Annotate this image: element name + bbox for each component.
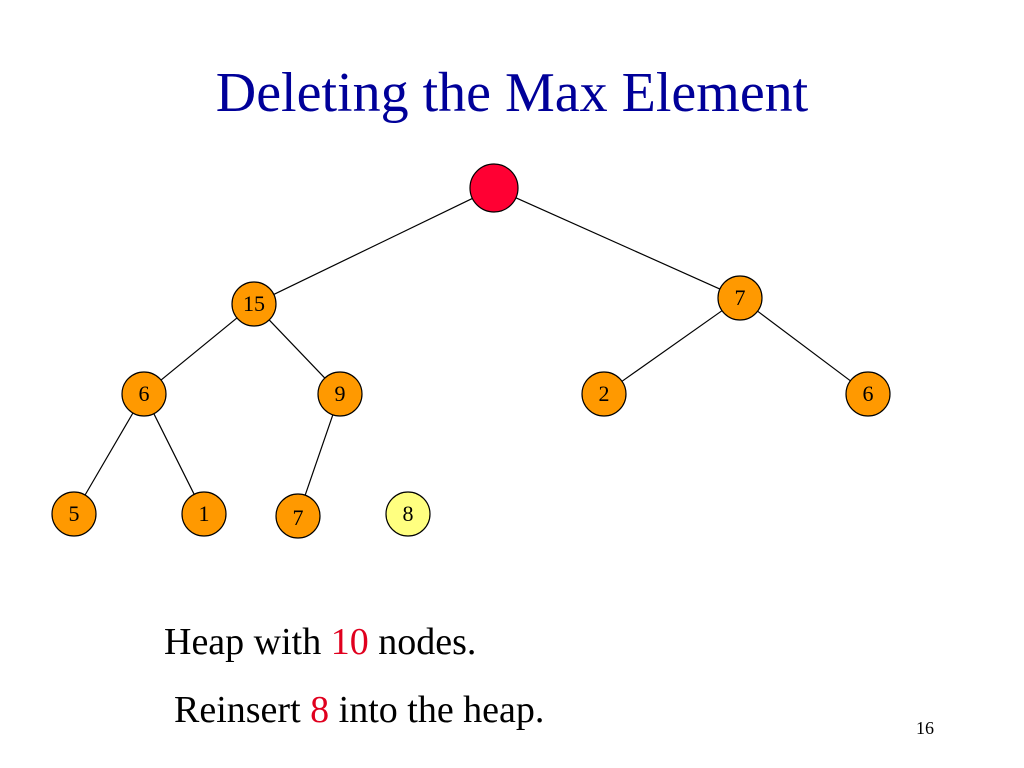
heap-root-node-empty-circle xyxy=(469,163,519,213)
heap-node-l3-2-label: 7 xyxy=(293,505,304,530)
heap-node-l2-1: 9 xyxy=(317,371,363,417)
detached-node-8: 8 xyxy=(385,491,431,537)
edge-7-to-6 xyxy=(757,310,851,382)
heap-node-l3-1-circle xyxy=(181,491,227,537)
heap-node-l3-0-label: 5 xyxy=(69,501,80,526)
edge-root-to-15 xyxy=(273,197,473,295)
caption-2-text-after: into the heap. xyxy=(329,689,545,731)
heap-root-node-empty xyxy=(469,163,519,213)
heap-node-l3-2: 7 xyxy=(275,493,321,539)
caption-2-highlight: 8 xyxy=(310,689,330,731)
heap-node-l1-0-label: 15 xyxy=(243,291,265,316)
heap-node-l2-0-circle xyxy=(121,371,167,417)
detached-node-8-label: 8 xyxy=(403,501,414,526)
heap-node-l3-2-circle xyxy=(275,493,321,539)
heap-node-l3-1: 1 xyxy=(181,491,227,537)
heap-node-l2-3-circle xyxy=(845,371,891,417)
edge-15-to-6 xyxy=(160,317,238,381)
caption-reinsert: Reinsert 8 into the heap. xyxy=(174,688,544,732)
heap-node-l3-1-label: 1 xyxy=(199,501,210,526)
heap-node-l2-2-label: 2 xyxy=(599,381,610,406)
heap-node-l1-0: 15 xyxy=(231,281,277,327)
slide-title: Deleting the Max Element xyxy=(215,62,809,124)
caption-2-text-before: Reinsert xyxy=(174,689,311,731)
heap-node-l3-0: 5 xyxy=(51,491,97,537)
heap-node-l2-0-label: 6 xyxy=(139,381,150,406)
tree-nodes: 15 7 6 9 2 6 5 1 7 8 xyxy=(51,163,891,539)
heap-node-l1-1-circle xyxy=(717,275,763,321)
heap-node-l2-2: 2 xyxy=(581,371,627,417)
caption-1-text-before: Heap with xyxy=(164,621,331,663)
heap-node-l2-3: 6 xyxy=(845,371,891,417)
caption-1-highlight: 10 xyxy=(330,621,369,663)
caption-node-count: Heap with 10 nodes. xyxy=(164,620,476,664)
edge-6-to-5 xyxy=(84,412,134,496)
edge-9-to-7 xyxy=(304,414,334,496)
edge-7-to-2 xyxy=(621,310,723,382)
heap-node-l2-0: 6 xyxy=(121,371,167,417)
detached-node-8-circle xyxy=(385,491,431,537)
caption-1-text-after: nodes. xyxy=(368,621,477,663)
edge-6-to-1 xyxy=(153,413,195,495)
page-number: 16 xyxy=(916,718,934,738)
heap-node-l1-1-label: 7 xyxy=(735,285,746,310)
edge-root-to-7 xyxy=(515,197,721,290)
edge-15-to-9 xyxy=(268,319,326,379)
heap-node-l2-1-circle xyxy=(317,371,363,417)
heap-node-l2-2-circle xyxy=(581,371,627,417)
tree-edges xyxy=(84,197,851,496)
heap-node-l1-0-circle xyxy=(231,281,277,327)
heap-node-l2-3-label: 6 xyxy=(863,381,874,406)
heap-node-l1-1: 7 xyxy=(717,275,763,321)
heap-node-l2-1-label: 9 xyxy=(335,381,346,406)
heap-node-l3-0-circle xyxy=(51,491,97,537)
